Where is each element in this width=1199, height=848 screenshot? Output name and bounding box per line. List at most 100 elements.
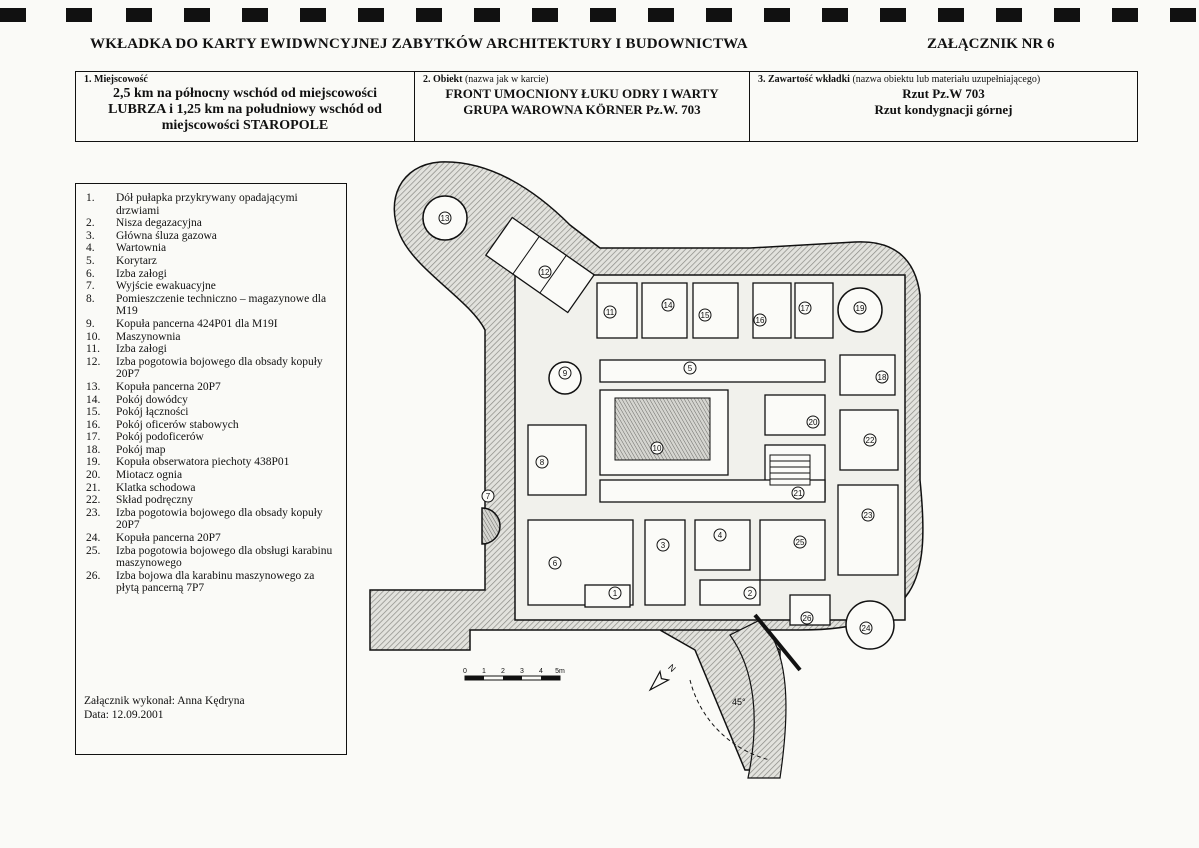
legend-item-text: Nisza degazacyjna bbox=[116, 217, 202, 230]
legend-item-number: 14. bbox=[86, 393, 101, 406]
svg-text:23: 23 bbox=[864, 511, 873, 520]
legend-item: 12.Izba pogotowia bojowego dla obsady ko… bbox=[84, 356, 340, 381]
legend-item-number: 26. bbox=[86, 569, 101, 582]
svg-text:1: 1 bbox=[482, 668, 486, 675]
info-table: 1. Miejscowość 2,5 km na północny wschód… bbox=[75, 71, 1138, 142]
svg-text:8: 8 bbox=[540, 458, 545, 467]
date-line: Data: 12.09.2001 bbox=[84, 709, 164, 721]
legend-item: 14.Pokój dowódcy bbox=[84, 394, 340, 407]
legend-item-number: 20. bbox=[86, 469, 101, 482]
svg-text:2: 2 bbox=[748, 589, 753, 598]
object-value-line2: GRUPA WAROWNA KÖRNER Pz.W. 703 bbox=[463, 102, 701, 117]
angle-label: 45° bbox=[732, 697, 746, 707]
legend-item-number: 13. bbox=[86, 380, 101, 393]
legend-item-number: 10. bbox=[86, 330, 101, 343]
contents-value-line2: Rzut kondygnacji górnej bbox=[874, 102, 1013, 117]
svg-text:3: 3 bbox=[520, 668, 524, 675]
legend-item-number: 5. bbox=[86, 254, 95, 267]
room-label-9: 9 bbox=[558, 366, 572, 380]
legend-item: 26. Izba bojowa dla karabinu maszynowego … bbox=[84, 570, 340, 595]
location-cell: 1. Miejscowość 2,5 km na północny wschód… bbox=[76, 72, 415, 141]
cupolas bbox=[422, 195, 895, 650]
legend-item-text: Pokój map bbox=[116, 443, 166, 456]
room-label-12: 12 bbox=[538, 265, 552, 279]
room-label-20: 20 bbox=[806, 415, 820, 429]
svg-text:16: 16 bbox=[756, 316, 765, 325]
legend-item: 2.Nisza degazacyjna bbox=[84, 217, 340, 230]
room-label-13: 13 bbox=[438, 211, 452, 225]
svg-text:17: 17 bbox=[801, 304, 810, 313]
casemate-12 bbox=[484, 216, 596, 314]
room-label-23: 23 bbox=[861, 508, 875, 522]
contents-label: 3. Zawartość wkładki (nazwa obiektu lub … bbox=[758, 74, 1041, 85]
svg-text:N: N bbox=[666, 662, 678, 674]
legend-item: 3. Główna śluza gazowa bbox=[84, 230, 340, 243]
legend-item: 15. Pokój łączności bbox=[84, 406, 340, 419]
legend-item-text: Kopuła pancerna 20P7 bbox=[116, 380, 221, 393]
svg-text:3: 3 bbox=[661, 541, 666, 550]
svg-text:19: 19 bbox=[856, 304, 865, 313]
legend-item: 10. Maszynownia bbox=[84, 331, 340, 344]
legend-item-number: 15. bbox=[86, 406, 101, 419]
legend-item-text: Maszynownia bbox=[116, 330, 181, 343]
legend-item-number: 16. bbox=[86, 418, 101, 431]
room-label-25: 25 bbox=[793, 535, 807, 549]
legend-item-text: Izba pogotowia bojowego dla obsady kopuł… bbox=[116, 355, 323, 381]
legend-item-number: 7. bbox=[86, 280, 95, 293]
svg-text:25: 25 bbox=[796, 538, 805, 547]
svg-text:10: 10 bbox=[653, 444, 662, 453]
legend-item: 5.Korytarz bbox=[84, 255, 340, 268]
legend-item-number: 22. bbox=[86, 494, 101, 507]
legend-item: 4. Wartownia bbox=[84, 242, 340, 255]
legend-item-text: Skład podręczny bbox=[116, 494, 193, 507]
legend-item-text: Klatka schodowa bbox=[116, 481, 196, 494]
legend-item-text: Wyjście ewakuacyjne bbox=[116, 280, 216, 293]
room-label-15: 15 bbox=[698, 308, 712, 322]
legend-item: 18.Pokój map bbox=[84, 444, 340, 457]
room-label-2: 2 bbox=[743, 586, 757, 600]
legend-item-number: 23. bbox=[86, 506, 101, 519]
stairs bbox=[769, 454, 811, 486]
legend-item: 13. Kopuła pancerna 20P7 bbox=[84, 381, 340, 394]
legend-item-text: Wartownia bbox=[116, 242, 167, 255]
room-label-4: 4 bbox=[713, 528, 727, 542]
object-value-line1: FRONT UMOCNIONY ŁUKU ODRY I WARTY bbox=[445, 86, 719, 101]
legend-item: 7. Wyjście ewakuacyjne bbox=[84, 280, 340, 293]
legend-item: 23.Izba pogotowia bojowego dla obsady ko… bbox=[84, 507, 340, 532]
legend-item-text: Główna śluza gazowa bbox=[116, 229, 217, 242]
location-value: 2,5 km na północny wschód od miejscowośc… bbox=[108, 86, 382, 133]
room-label-3: 3 bbox=[656, 538, 670, 552]
legend-item-text: Pomieszczenie techniczno – magazynowe dl… bbox=[116, 292, 327, 318]
room-legend: 1.Dół pułapka przykrywany opadającymi dr… bbox=[75, 183, 347, 755]
legend-item-number: 1. bbox=[86, 192, 95, 204]
svg-text:21: 21 bbox=[794, 489, 803, 498]
legend-item: 9.Kopuła pancerna 424P01 dla M19I bbox=[84, 318, 340, 331]
object-label: 2. Obiekt (nazwa jak w karcie) bbox=[423, 74, 549, 85]
room-labels: 1 2 3 4 5 6 7 8 9 10 11 12 13 14 15 16 1… bbox=[438, 211, 889, 635]
legend-item: 11.Izba załogi bbox=[84, 343, 340, 356]
svg-text:20: 20 bbox=[809, 418, 818, 427]
legend-item-number: 9. bbox=[86, 317, 95, 330]
legend-item: 16.Pokój oficerów stabowych bbox=[84, 419, 340, 432]
legend-list: 1.Dół pułapka przykrywany opadającymi dr… bbox=[84, 192, 340, 595]
legend-item-text: Izba bojowa dla karabinu maszynowego za … bbox=[116, 569, 315, 595]
room-label-6: 6 bbox=[548, 556, 562, 570]
credits: Załącznik wykonał: Anna Kędryna Data: 12… bbox=[84, 694, 245, 722]
room-label-26: 26 bbox=[800, 611, 814, 625]
north-arrow-icon: N bbox=[648, 662, 678, 692]
page-header: WKŁADKA DO KARTY EWIDWNCYJNEJ ZABYTKÓW A… bbox=[75, 32, 1075, 60]
author-line: Załącznik wykonał: Anna Kędryna bbox=[84, 695, 245, 707]
svg-text:4: 4 bbox=[718, 531, 723, 540]
legend-item-number: 11. bbox=[86, 343, 100, 356]
legend-item-text: Pokój łączności bbox=[116, 406, 189, 419]
svg-text:4: 4 bbox=[539, 668, 543, 675]
legend-item-text: Miotacz ognia bbox=[116, 469, 183, 482]
room-label-16: 16 bbox=[753, 313, 767, 327]
legend-item-number: 3. bbox=[86, 229, 95, 242]
legend-item-number: 24. bbox=[86, 532, 101, 545]
contents-value-line1: Rzut Pz.W 703 bbox=[902, 86, 985, 101]
svg-text:6: 6 bbox=[553, 559, 558, 568]
svg-text:15: 15 bbox=[701, 311, 710, 320]
legend-item-number: 4. bbox=[86, 242, 95, 255]
legend-item-number: 25. bbox=[86, 544, 101, 557]
